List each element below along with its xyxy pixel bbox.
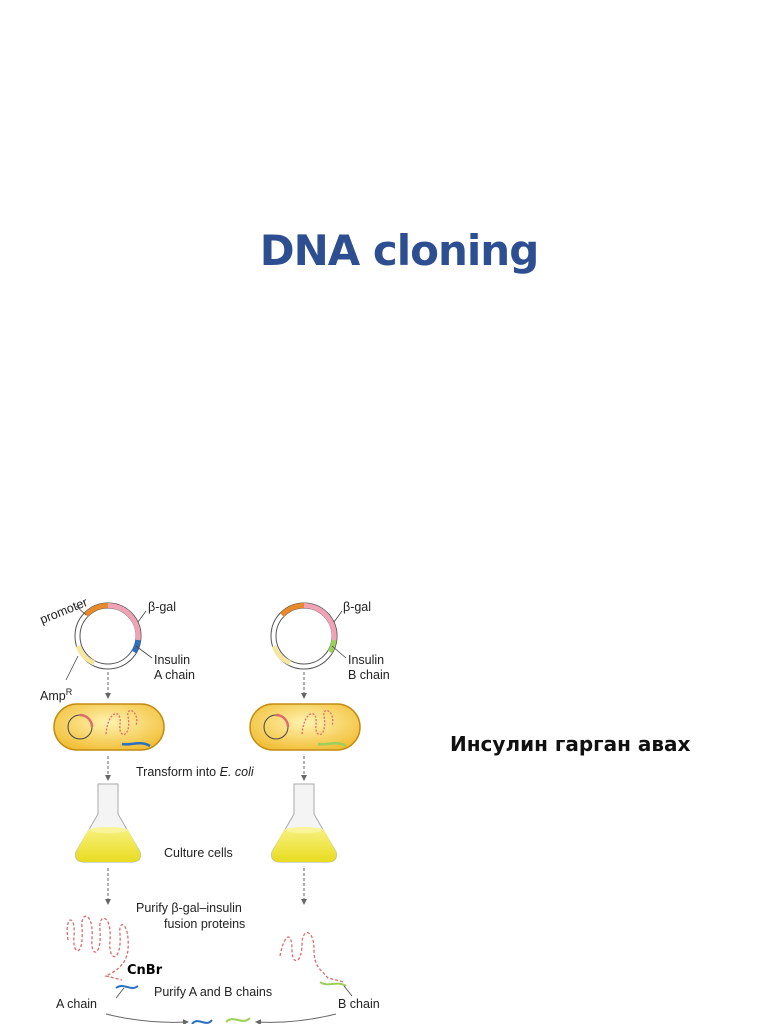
purify-fusion-label-line2: fusion proteins xyxy=(164,917,245,931)
purify-ab-label: Purify A and B chains xyxy=(154,985,272,999)
insulin-cloning-diagram: promoter β-gal Insulin A chain AmpR β-ga… xyxy=(36,584,406,1024)
fusion-protein-b xyxy=(279,932,345,983)
plasmid-b-promoter-segment xyxy=(280,603,305,617)
culture-flask-a xyxy=(75,783,141,863)
plasmid-a-beta-gal-segment xyxy=(107,603,141,641)
beta-gal-left-label: β-gal xyxy=(148,600,176,614)
plasmid-a-ampr-segment xyxy=(75,644,96,666)
purify-fusion-label-line1: Purify β-gal–insulin xyxy=(136,901,242,915)
insulin-a-chain xyxy=(115,985,139,989)
ecoli-cell-a xyxy=(53,703,165,751)
transform-label: Transform into E. coli xyxy=(136,765,255,779)
plasmid-b xyxy=(270,602,347,670)
plasmid-a-promoter-segment xyxy=(84,603,109,617)
b-chain-label: B chain xyxy=(338,997,380,1011)
plasmid-b-beta-gal-segment xyxy=(303,603,337,641)
culture-label: Culture cells xyxy=(164,846,233,860)
plasmid-b-ampr-segment xyxy=(271,644,292,666)
insulin-b-chain xyxy=(319,981,347,987)
combined-insulin-b xyxy=(225,1017,251,1023)
cnbr-label: CnBr xyxy=(127,963,163,978)
ecoli-cell-b xyxy=(249,703,361,751)
arrow-b-chain-to-insulin xyxy=(255,1013,337,1024)
slide-title: DNA cloning xyxy=(259,226,540,275)
arrow-a-chain-to-insulin xyxy=(105,1013,189,1024)
fusion-protein-a xyxy=(66,915,129,981)
insulin-b-label-line2: B chain xyxy=(348,668,390,682)
plasmid-a xyxy=(65,602,153,681)
combined-insulin-a xyxy=(191,1019,213,1024)
promoter-label: promoter xyxy=(38,595,90,627)
a-chain-label: A chain xyxy=(56,997,97,1011)
insulin-b-label-line1: Insulin xyxy=(348,653,384,667)
insulin-a-label-line1: Insulin xyxy=(154,653,190,667)
beta-gal-right-label: β-gal xyxy=(343,600,371,614)
culture-flask-b xyxy=(271,783,337,863)
slide-caption: Инсулин гарган авах xyxy=(450,732,691,756)
insulin-a-label-line2: A chain xyxy=(154,668,195,682)
cnbr-label-background xyxy=(125,961,163,977)
amp-r-label: AmpR xyxy=(40,687,73,703)
